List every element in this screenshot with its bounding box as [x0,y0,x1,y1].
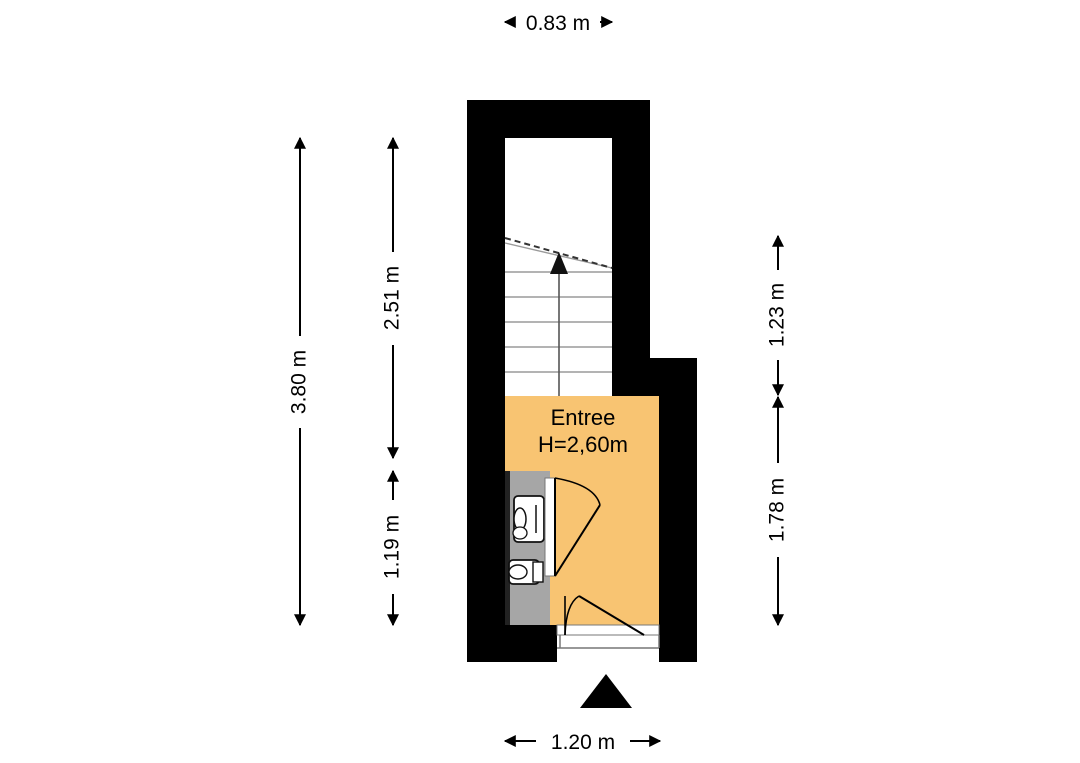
wall-bottom-left [467,625,557,662]
dimension-left-total: 3.80 m [288,136,311,627]
sink-fixture [512,495,545,543]
front-door [556,595,660,649]
wall-right [659,358,697,662]
dimension-left-total-label: 3.80 m [288,350,311,414]
room-entree: Entree H=2,60m [505,396,660,649]
dimension-top-label: 0.83 m [526,12,590,35]
toilet-area [505,471,550,625]
toilet-fixture [508,559,544,585]
dimension-bottom-label: 1.20 m [551,731,615,754]
dimension-right-upper: 1.23 m [766,234,789,397]
wall-stair-right [612,100,650,396]
walls [467,100,697,662]
dimension-right-lower-label: 1.78 m [766,478,789,542]
room-height: H=2,60m [538,432,628,457]
dimension-left-upper: 2.51 m [381,136,404,460]
dimension-left-upper-label: 2.51 m [381,266,404,330]
entrance-arrow-icon [580,674,632,708]
dimension-bottom: 1.20 m [503,731,662,754]
dimension-left-lower: 1.19 m [381,469,404,627]
dimension-right-lower: 1.78 m [766,395,789,627]
dimension-top: 0.83 m [503,12,614,35]
toilet-door [544,477,601,577]
stair-cut-line [504,237,613,269]
stair-arrow-icon [550,252,568,274]
room-name: Entree [551,405,616,430]
wall-left [467,100,505,662]
dimension-right-upper-label: 1.23 m [766,283,789,347]
dimension-left-lower-label: 1.19 m [381,515,404,579]
toilet-area-left-edge [505,471,510,625]
staircase [504,138,613,396]
